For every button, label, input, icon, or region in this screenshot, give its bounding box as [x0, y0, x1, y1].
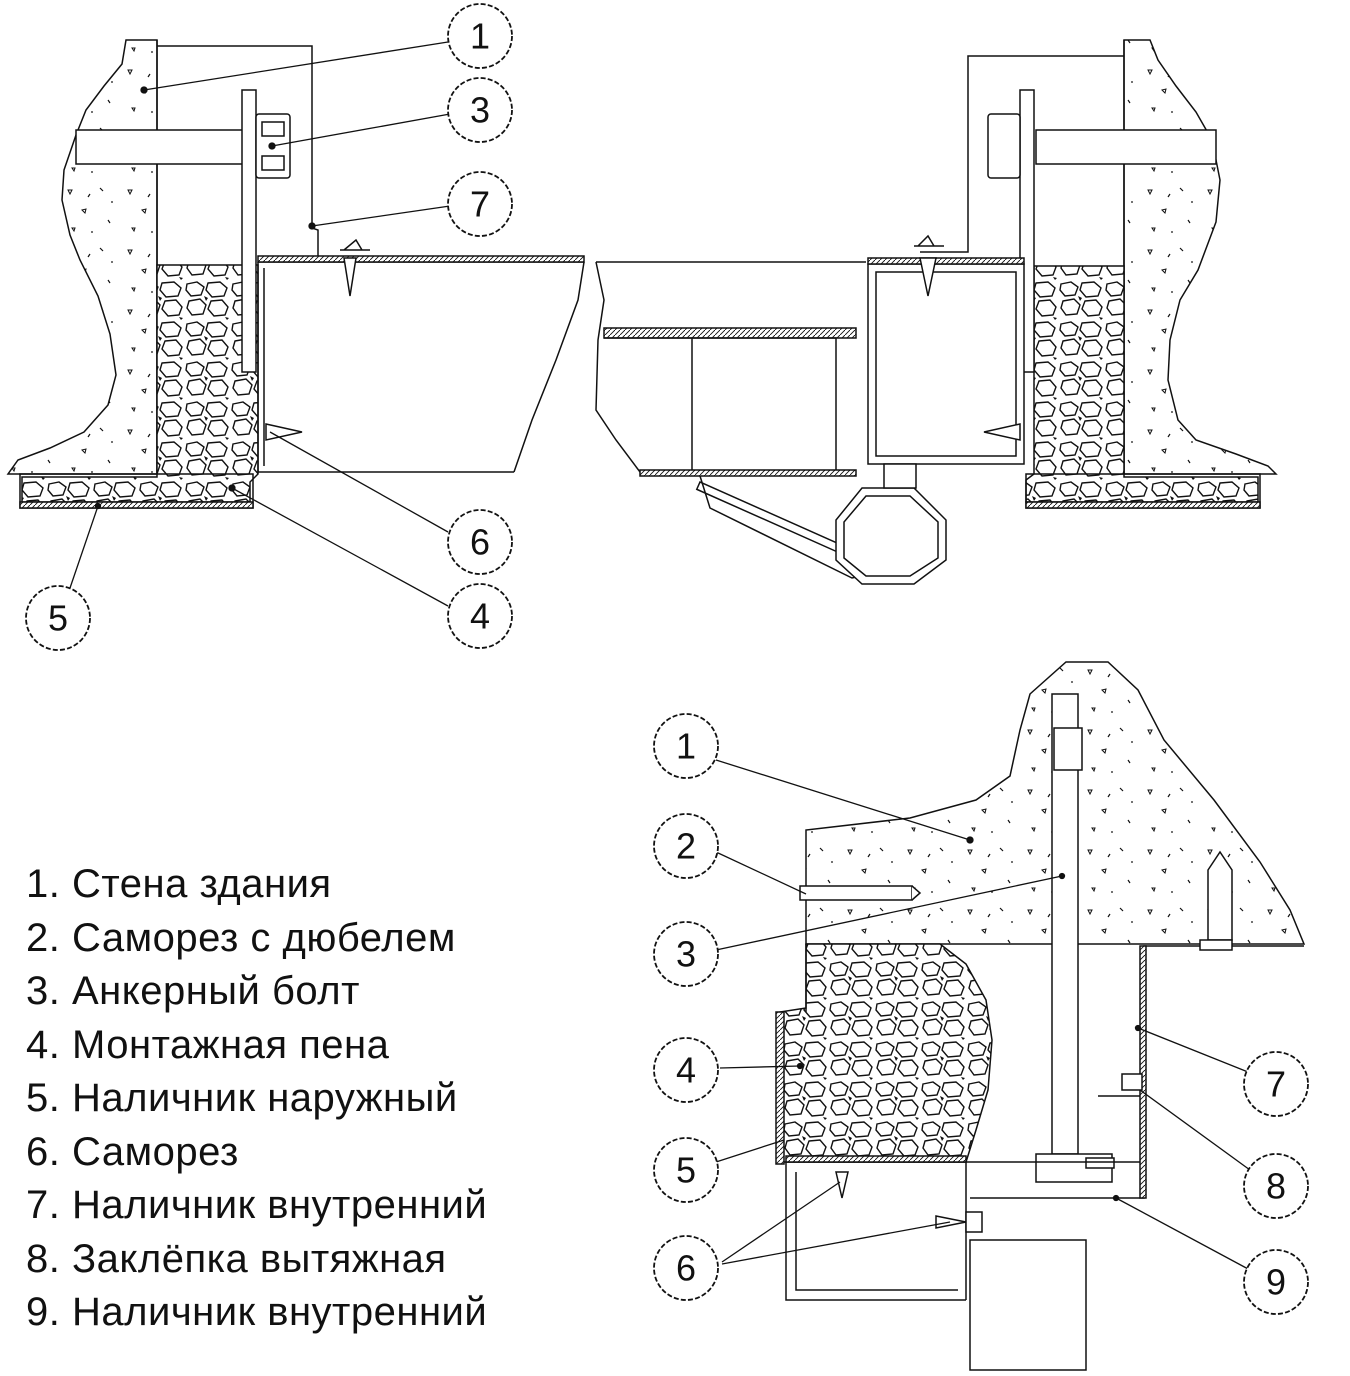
legend-item: 8.Заклёпка вытяжная	[26, 1233, 487, 1287]
legend-item: 9.Наличник внутренний	[26, 1286, 487, 1340]
legend-text: Монтажная пена	[72, 1022, 390, 1067]
legend-item: 3.Анкерный болт	[26, 965, 487, 1019]
legend: 1.Стена здания 2.Саморез с дюбелем 3.Анк…	[26, 858, 487, 1340]
legend-item: 5.Наличник наружный	[26, 1072, 487, 1126]
top-right-wall	[1123, 39, 1278, 475]
top-callout-6: 6	[470, 522, 490, 563]
top-callout-1: 1	[470, 16, 490, 57]
bottom-callout-2: 2	[676, 826, 696, 867]
legend-item: 7.Наличник внутренний	[26, 1179, 487, 1233]
legend-item: 4.Монтажная пена	[26, 1019, 487, 1073]
bottom-callout-1: 1	[676, 726, 696, 767]
top-callout-3: 3	[470, 90, 490, 131]
legend-text: Саморез с дюбелем	[72, 915, 456, 960]
bottom-callout-8: 8	[1266, 1166, 1286, 1207]
legend-text: Анкерный болт	[72, 969, 360, 1013]
legend-number: 9.	[26, 1290, 61, 1334]
legend-item: 6.Саморез	[26, 1126, 487, 1180]
bottom-callout-5: 5	[676, 1150, 696, 1191]
legend-text: Заклёпка вытяжная	[72, 1236, 447, 1281]
legend-text: Наличник наружный	[72, 1076, 458, 1120]
legend-text: Наличник внутренний	[72, 1290, 488, 1334]
legend-item: 1.Стена здания	[26, 858, 487, 912]
legend-number: 5.	[26, 1076, 61, 1120]
legend-item: 2.Саморез с дюбелем	[26, 912, 487, 966]
legend-number: 1.	[26, 862, 61, 906]
top-callout-7: 7	[470, 184, 490, 225]
bottom-rivet	[1121, 1073, 1143, 1091]
legend-text: Саморез	[72, 1129, 239, 1174]
bottom-foam	[779, 943, 993, 1163]
legend-text: Наличник внутренний	[72, 1183, 488, 1227]
legend-number: 4.	[26, 1022, 61, 1067]
legend-number: 8.	[26, 1236, 61, 1281]
bottom-callout-4: 4	[676, 1050, 696, 1091]
bottom-callout-6: 6	[676, 1248, 696, 1289]
bottom-callout-3: 3	[676, 934, 696, 975]
legend-number: 3.	[26, 969, 61, 1013]
top-door-leaf	[595, 261, 866, 473]
top-callout-4: 4	[470, 596, 490, 637]
bottom-callout-9: 9	[1266, 1262, 1286, 1303]
bottom-callout-7: 7	[1266, 1064, 1286, 1105]
top-frame-profile	[257, 261, 584, 473]
legend-number: 2.	[26, 915, 61, 960]
legend-number: 6.	[26, 1129, 61, 1174]
legend-number: 7.	[26, 1183, 61, 1227]
top-left-anchor-plate	[241, 89, 257, 373]
top-callout-5: 5	[48, 598, 68, 639]
bottom-door-leaf	[969, 1239, 1087, 1371]
top-left-wall	[6, 39, 158, 475]
legend-text: Стена здания	[72, 862, 332, 906]
